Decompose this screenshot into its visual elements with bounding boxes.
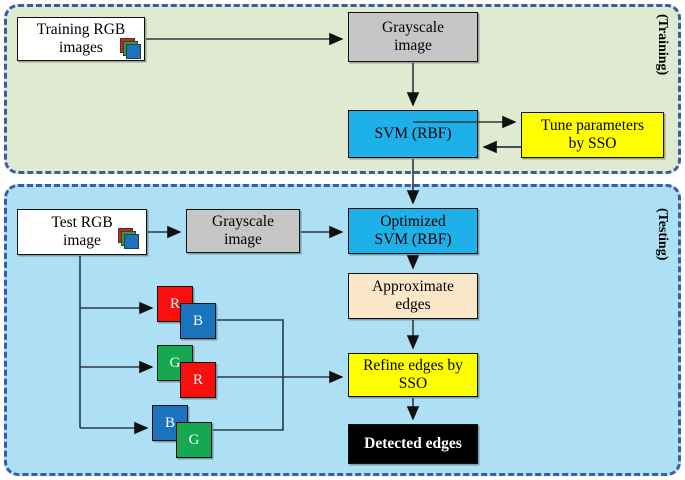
rgb-image-stack-icon [118,228,140,249]
node-training-grayscale-image[interactable]: Grayscale image [348,12,478,62]
node-test-grayscale-line1: Grayscale [212,213,274,231]
node-training-rgb-images-line2: images [59,39,103,56]
rgb-stack-blue-layer [124,234,139,249]
node-detected-edges-label: Detected edges [364,435,462,453]
node-test-rgb-image-line2: image [63,232,101,249]
testing-panel-label: (Testing) [655,208,670,261]
node-test-grayscale-image[interactable]: Grayscale image [186,209,300,253]
node-refine-edges-line2: SSO [398,375,428,392]
node-training-grayscale-line1: Grayscale [382,19,444,37]
node-refine-edges-line1: Refine edges by [363,357,463,375]
node-training-rgb-images[interactable]: Training RGB images [17,17,145,61]
node-tune-parameters-line2: by SSO [568,135,617,152]
rgb-image-stack-icon [120,38,142,59]
node-tune-parameters-line1: Tune parameters [540,117,645,135]
channel-chip-red-2: R [180,362,216,398]
node-tune-parameters-by-sso[interactable]: Tune parameters by SSO [521,112,664,158]
node-svm-rbf-label: SVM (RBF) [374,125,452,143]
node-approximate-edges-line2: edges [395,296,431,313]
channel-chip-blue-1: B [180,303,216,339]
node-svm-rbf[interactable]: SVM (RBF) [348,110,478,158]
training-panel-label: (Training) [655,14,670,76]
node-approximate-edges-line1: Approximate [372,278,454,296]
node-approximate-edges[interactable]: Approximate edges [348,273,478,319]
node-refine-edges-by-sso[interactable]: Refine edges by SSO [348,353,478,397]
node-optimized-svm-rbf[interactable]: Optimized SVM (RBF) [348,208,478,254]
node-training-grayscale-line2: image [394,37,432,54]
rgb-stack-blue-layer [126,44,141,59]
node-test-rgb-image-line1: Test RGB [51,214,113,232]
node-training-rgb-images-line1: Training RGB [36,21,126,39]
node-optimized-svm-line1: Optimized [380,213,446,231]
node-test-grayscale-line2: image [224,231,262,248]
node-optimized-svm-line2: SVM (RBF) [374,231,452,248]
channel-chip-green-3: G [176,422,212,458]
node-detected-edges[interactable]: Detected edges [348,424,478,464]
